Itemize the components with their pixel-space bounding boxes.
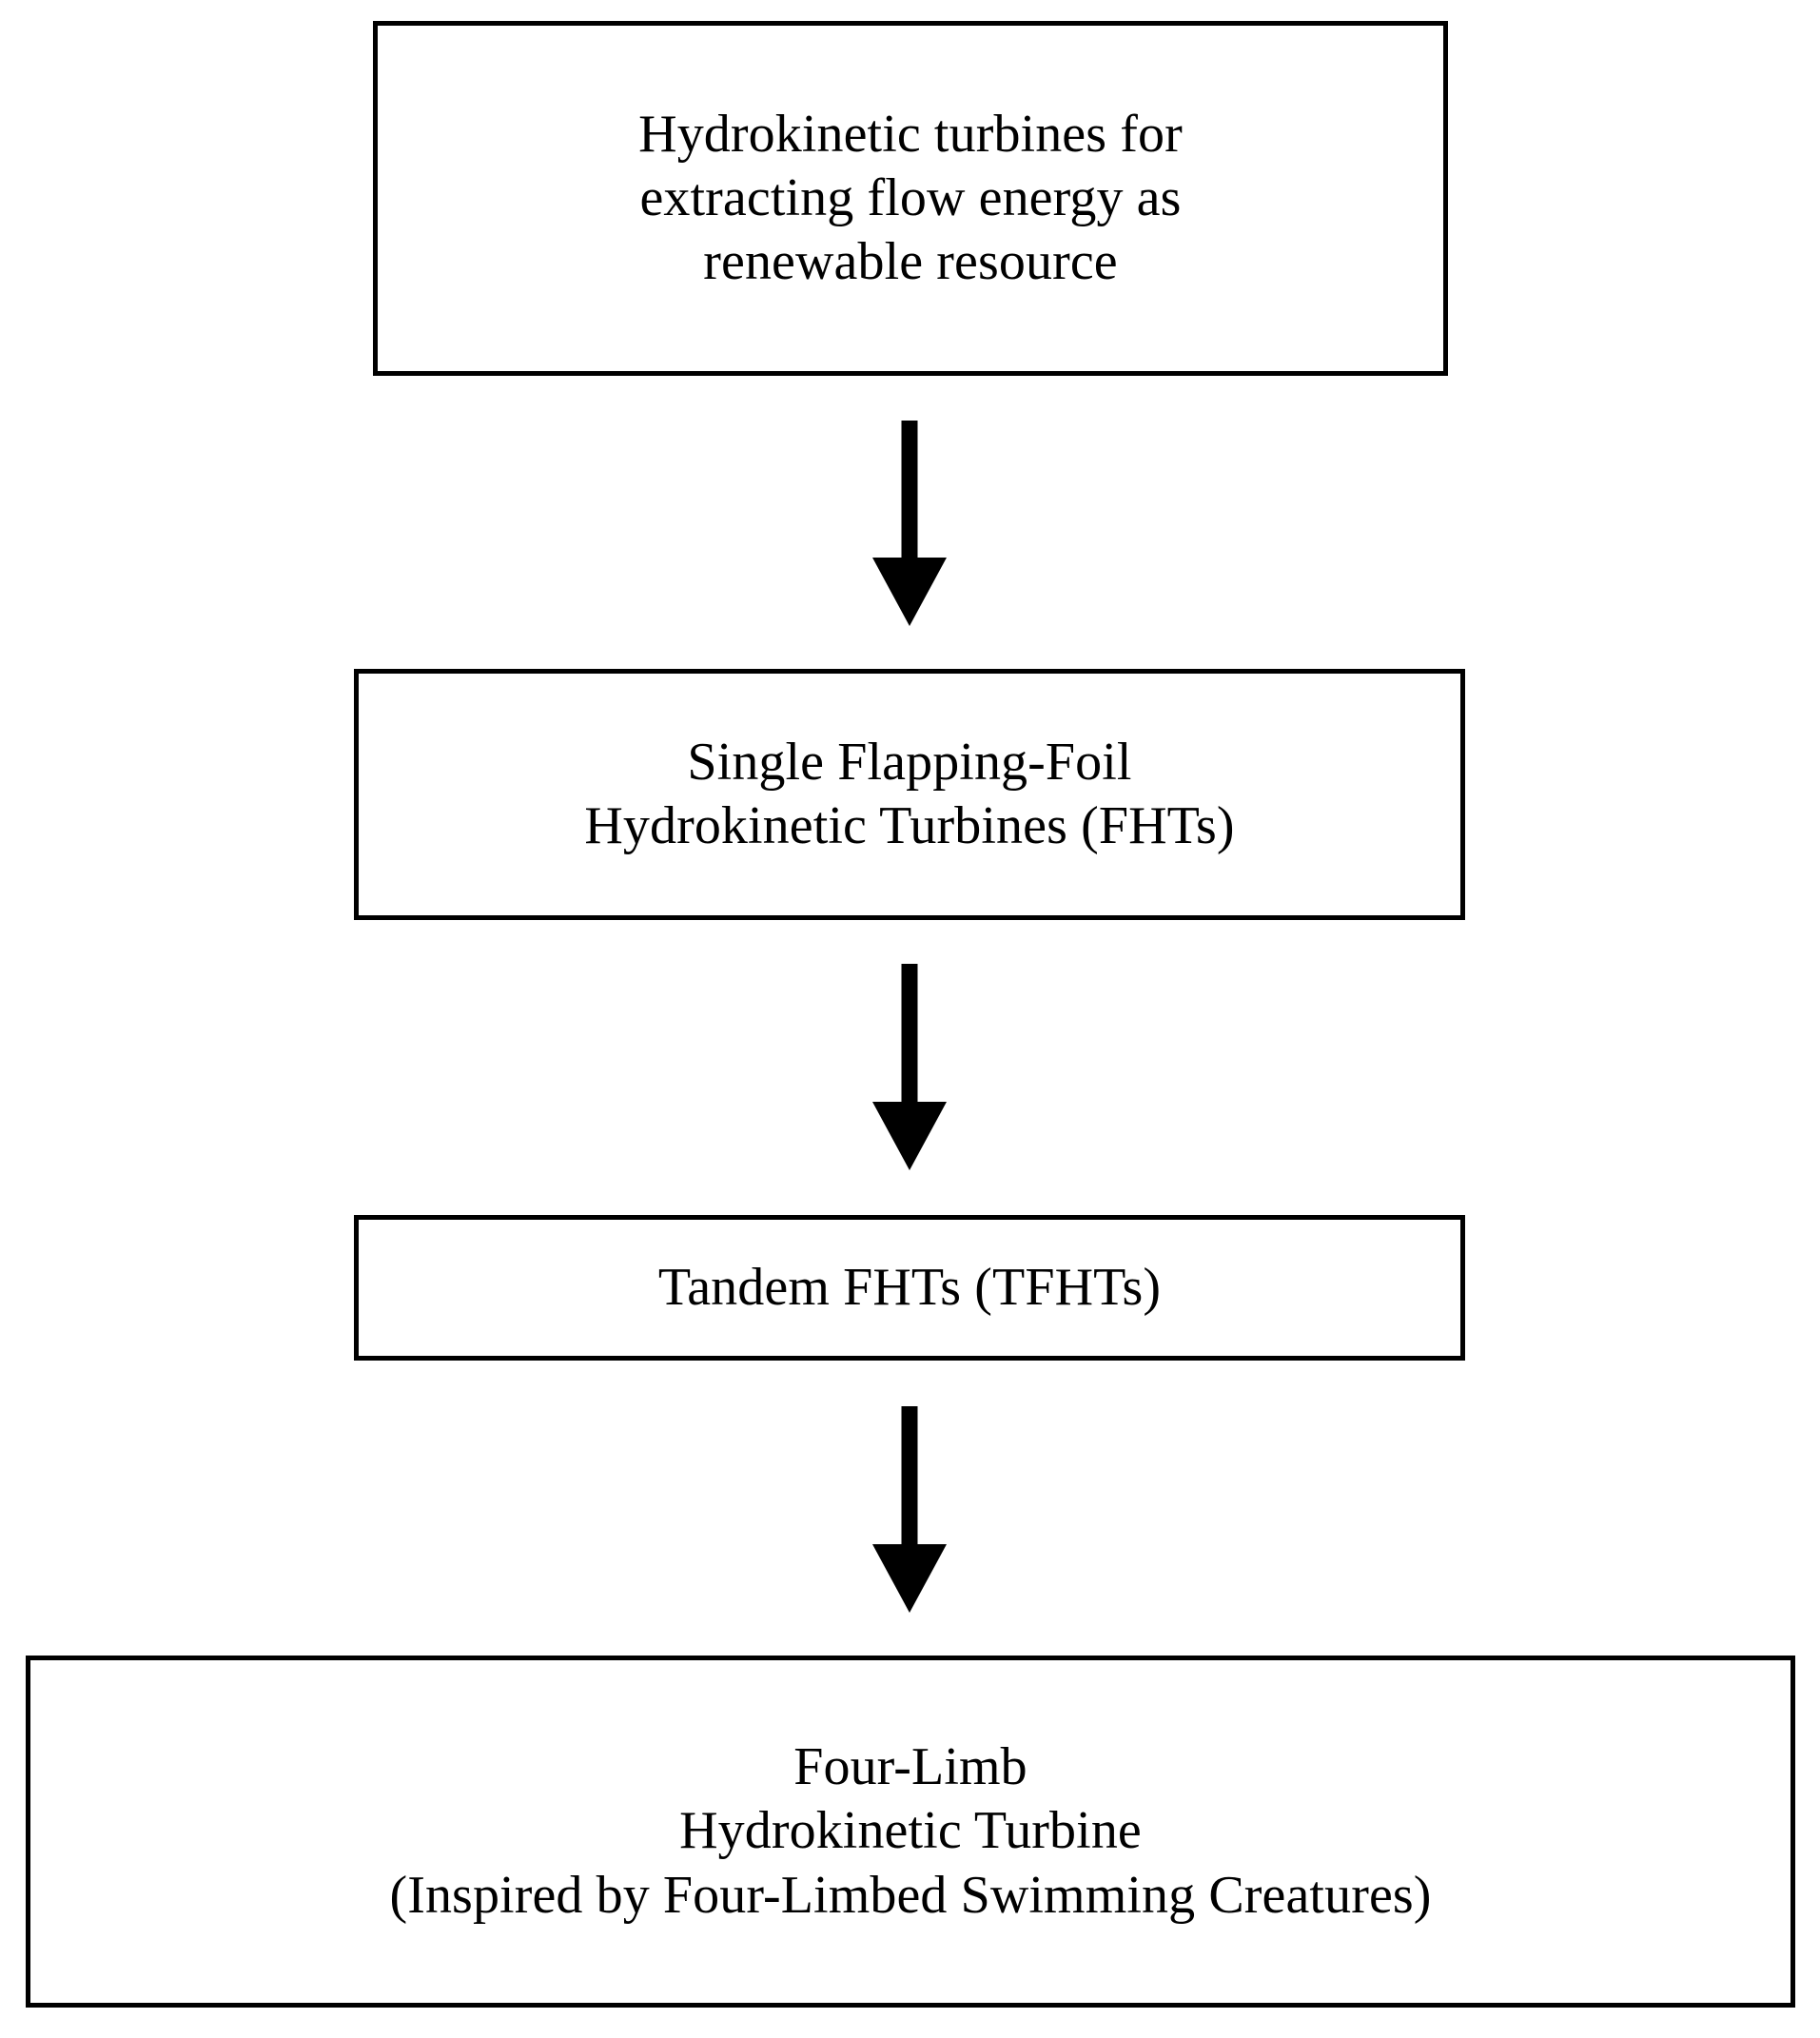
flowchart-node-single-flapping-foil-fhts: Single Flapping-Foil Hydrokinetic Turbin… — [354, 669, 1465, 920]
node-text-line: (Inspired by Four-Limbed Swimming Creatu… — [389, 1865, 1432, 1925]
node-text-line: extracting flow energy as — [639, 167, 1182, 227]
arrow-shaft — [901, 1406, 918, 1547]
arrow-head — [872, 558, 947, 626]
down-arrow-icon — [867, 964, 952, 1170]
node-text-line: Four-Limb — [793, 1737, 1027, 1797]
node-text-line: Hydrokinetic turbines for — [638, 104, 1183, 164]
flowchart-node-four-limb-hydrokinetic-turbine: Four-Limb Hydrokinetic Turbine (Inspired… — [26, 1656, 1795, 2008]
flowchart-node-tandem-fhts: Tandem FHTs (TFHTs) — [354, 1215, 1465, 1361]
down-arrow-icon — [867, 421, 952, 626]
flowchart-node-hydrokinetic-turbines: Hydrokinetic turbines for extracting flo… — [373, 21, 1448, 376]
arrow-head — [872, 1102, 947, 1170]
node-text-line: Hydrokinetic Turbine — [679, 1801, 1142, 1861]
node-text-line: Tandem FHTs (TFHTs) — [657, 1257, 1162, 1317]
down-arrow-icon — [867, 1406, 952, 1613]
arrow-head — [872, 1544, 947, 1613]
arrow-shaft — [901, 964, 918, 1105]
arrow-shaft — [901, 421, 918, 561]
node-text-line: Hydrokinetic Turbines (FHTs) — [584, 796, 1235, 855]
node-text-line: renewable resource — [703, 232, 1118, 292]
node-text-line: Single Flapping-Foil — [687, 732, 1132, 792]
